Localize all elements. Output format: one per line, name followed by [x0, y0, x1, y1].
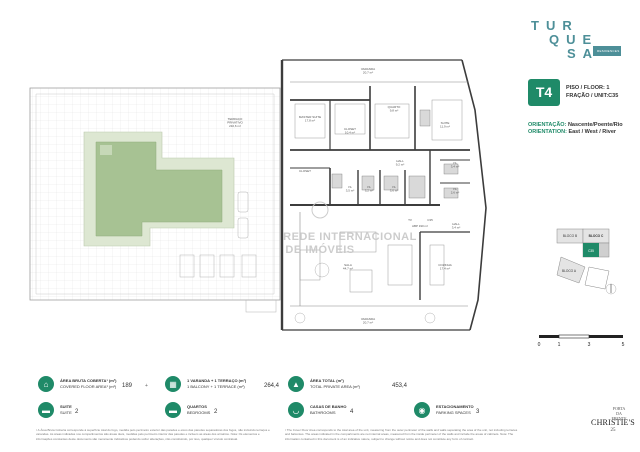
note-en: ¹ The Cover Floor Area corresponds to th…: [285, 428, 518, 441]
logo-subtitle: RESIDENCES: [597, 49, 620, 53]
typology-badge: T4: [528, 79, 560, 106]
covered-area-label-pt: ÁREA BRUTA COBERTA¹ (m²): [60, 378, 117, 383]
covered-area-value: 189: [122, 383, 133, 389]
balcony-terrace-label-pt: 1 VARANDA + 1 TERRAÇO (m²): [187, 378, 247, 383]
orientation: ORIENTAÇÃO: Nascente/Poente/Rio ORIENTAT…: [528, 122, 623, 136]
balcony-terrace: ▦ 1 VARANDA + 1 TERRAÇO (m²)1 BALCONY + …: [165, 376, 246, 392]
turquesa-logo: TUR QUE SA RESIDENCES: [527, 18, 622, 62]
total-area-label-en: TOTAL PRIVATE AREA (m²): [310, 384, 361, 389]
watermark-line1: REDE INTERNACIONAL: [283, 231, 417, 243]
label-tv: TV: [408, 218, 412, 222]
unit-label: FRAÇÃO / UNIT:: [566, 93, 609, 99]
bedrooms-label-en: BEDROOMS: [187, 410, 211, 415]
bathrooms-value: 4: [350, 409, 354, 415]
pool: [83, 131, 235, 247]
scale-bar: 0 1 3 5: [538, 334, 625, 348]
bathrooms-label-pt: CASAS DE BANHO: [310, 404, 347, 409]
apartment-walls: [280, 59, 487, 331]
unit-value: C35: [608, 93, 619, 99]
orientation-pt-label: ORIENTAÇÃO:: [528, 122, 567, 128]
logo-tile: [593, 46, 621, 56]
bathrooms-label-en: BATHROOMS: [310, 410, 336, 415]
terrace-icon: ▦: [165, 376, 181, 392]
unit-stats: ⌂ ÁREA BRUTA COBERTA¹ (m²)COVERED FLOOR …: [30, 372, 496, 424]
note-pt: ¹ A Área Bruta Coberta corresponde à sup…: [36, 428, 270, 441]
total-area-value: 453,4: [392, 383, 408, 389]
label-wardrobe-code: C35: [427, 218, 433, 222]
bedrooms-value: 2: [214, 409, 218, 415]
christies-logo: CHRISTIE'S: [591, 418, 635, 427]
parking-value: 3: [476, 409, 480, 415]
scale-tick-0: 0: [538, 342, 541, 348]
floor-value: 1: [606, 85, 610, 91]
total-area-label-pt: ÁREA TOTAL (m²): [310, 378, 344, 383]
bathtub-icon: ◡: [288, 402, 304, 418]
terrace-furniture: [179, 191, 436, 324]
building-icon: ▲: [288, 376, 304, 392]
label-wc1: I.S.3,5 m²: [346, 185, 355, 192]
porta-da-frente-logo: PORTA DA FRENTE: [611, 406, 627, 421]
orientation-en-label: ORIENTATION:: [528, 129, 567, 135]
parking-label-en: PARKING SPACES: [436, 410, 471, 415]
scale-tick-5: 5: [622, 342, 625, 348]
suite-label-pt: SUITE: [60, 404, 72, 409]
key-plan: BLOCO B BLOCO C C35 BLOCO A: [556, 228, 617, 295]
parking-label-pt: ESTACIONAMENTO: [436, 404, 474, 409]
watermark: REDE INTERNACIONAL DE IMÓVEIS: [283, 201, 417, 256]
room-furniture: [294, 99, 463, 293]
covered-area: ⌂ ÁREA BRUTA COBERTA¹ (m²)COVERED FLOOR …: [38, 376, 116, 392]
label-wc3: I.S.3,2 m²: [365, 185, 374, 192]
label-closet: CLOSET: [299, 169, 311, 173]
logo-line2: QUE: [549, 32, 599, 47]
christies-anniversary: 25: [610, 428, 616, 433]
watermark-line2: DE IMÓVEIS: [285, 243, 354, 256]
floor-label: PISO / FLOOR:: [566, 85, 605, 91]
total-area: ▲ ÁREA TOTAL (m²)TOTAL PRIVATE AREA (m²): [288, 376, 360, 392]
car-icon: ◉: [414, 402, 430, 418]
keyplan-block-b: BLOCO B: [563, 234, 577, 238]
scale-tick-1: 1: [558, 342, 561, 348]
keyplan-block-a: BLOCO A: [562, 269, 577, 273]
label-wc5: I.S.2,6 m²: [451, 187, 460, 194]
scale-tick-3: 3: [588, 342, 591, 348]
suite-value: 2: [75, 409, 79, 415]
logo-line3: SA: [567, 46, 600, 61]
house-icon: ⌂: [38, 376, 54, 392]
bedroom-icon: ▬: [165, 402, 181, 418]
bedrooms-label-pt: QUARTOS: [187, 404, 207, 409]
label-wc2: I.S.3,6 m²: [390, 185, 399, 192]
keyplan-block-c: BLOCO C: [589, 234, 604, 238]
orientation-pt-value: Nascente/Poente/Rio: [567, 122, 623, 128]
orientation-en-value: East / West / River: [568, 129, 617, 135]
unit-details: PISO / FLOOR: 1 FRAÇÃO / UNIT:C35: [566, 84, 618, 100]
bed-icon: ▬: [38, 402, 54, 418]
label-wc4: I.S.3,4 m²: [451, 161, 460, 168]
bathroom-fixtures: [331, 109, 459, 199]
balcony-terrace-label-en: 1 BALCONY + 1 TERRACE (m²): [187, 384, 245, 389]
plus-sign: +: [145, 383, 148, 389]
suite-label-en: SUITE: [60, 410, 72, 415]
keyplan-unit: C35: [588, 249, 594, 253]
logo-line1: TUR: [531, 18, 579, 33]
label-entry-code: ABP 190 m²: [412, 224, 428, 228]
covered-area-label-en: COVERED FLOOR AREA¹ (m²): [60, 384, 117, 389]
balcony-terrace-value: 264,4: [264, 383, 280, 389]
